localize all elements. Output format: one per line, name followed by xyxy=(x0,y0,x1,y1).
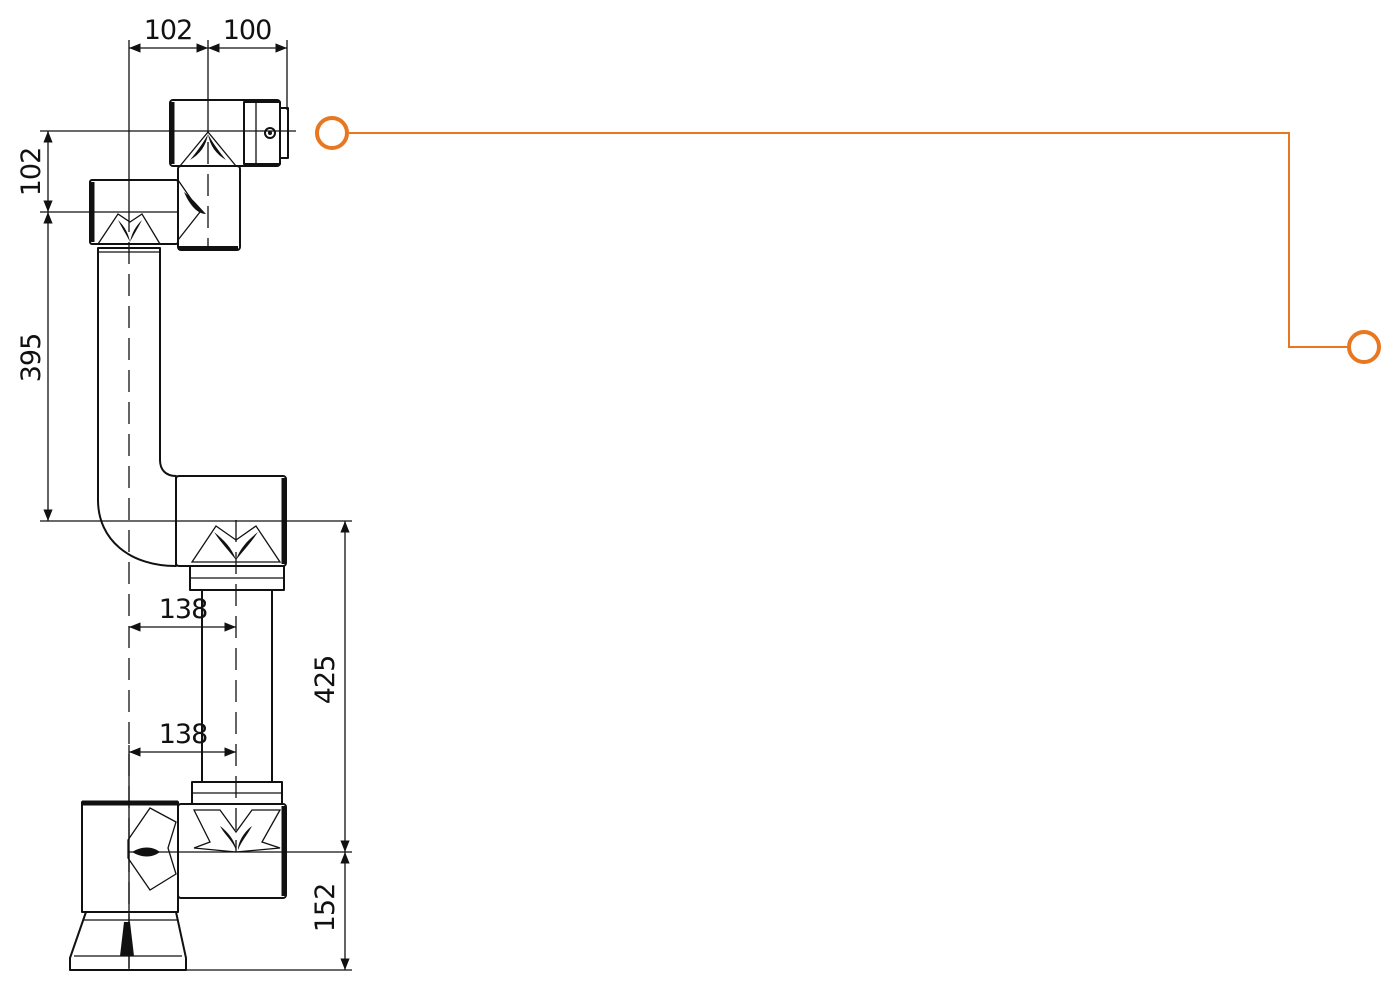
dim-elbow-offset-b-label: 138 xyxy=(159,719,208,750)
circle-marker-icon xyxy=(1347,330,1381,364)
dimension-labels: 102 100 102 395 138 138 425 152 xyxy=(16,15,341,932)
orange-leader xyxy=(315,116,1381,364)
wrist-2 xyxy=(177,165,241,251)
dim-forearm-label: 425 xyxy=(310,656,341,705)
dim-top-right-label: 100 xyxy=(223,15,272,46)
upper-arm-link xyxy=(97,247,177,567)
base xyxy=(69,800,187,971)
dim-top-left-label: 102 xyxy=(144,15,193,46)
leader-line xyxy=(349,132,1348,348)
robot-arm-outline xyxy=(69,99,289,971)
circle-marker-icon xyxy=(315,116,349,150)
dim-left-offset-label: 102 xyxy=(16,148,47,197)
dim-base-height-label: 152 xyxy=(310,884,341,933)
center-lines xyxy=(128,110,237,968)
dim-elbow-offset-a-label: 138 xyxy=(159,594,208,625)
dim-upper-arm-label: 395 xyxy=(16,334,47,383)
wrist-3 xyxy=(169,99,289,167)
dimension-lines xyxy=(40,40,352,971)
